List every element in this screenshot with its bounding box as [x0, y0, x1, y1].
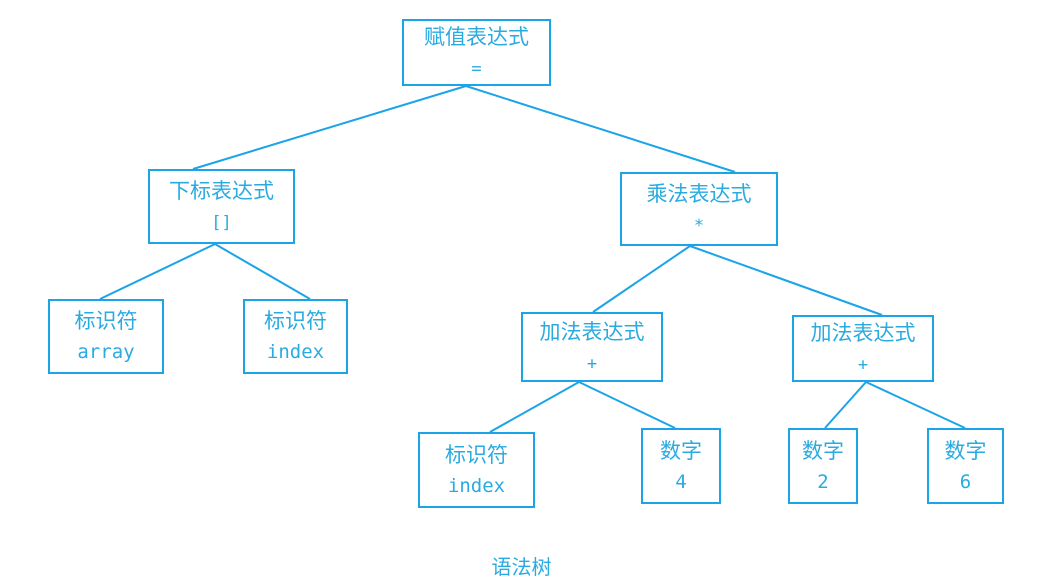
diagram-caption: 语法树 — [491, 555, 552, 579]
tree-node-ident-index-1[interactable]: 标识符 index — [243, 299, 348, 374]
edge-subscript-to-ident-index-1 — [214, 243, 311, 300]
node-value-label: + — [586, 353, 598, 374]
tree-node-assign[interactable]: 赋值表达式 = — [402, 19, 551, 86]
node-type-label: 赋值表达式 — [424, 25, 529, 50]
edge-assign-to-subscript — [192, 85, 467, 170]
node-type-label: 数字 — [802, 438, 844, 463]
node-type-label: 标识符 — [74, 309, 138, 333]
node-type-label: 标识符 — [264, 309, 327, 333]
edge-assign-to-multiply — [465, 85, 736, 173]
node-type-label: 数字 — [660, 438, 702, 463]
node-value-label: * — [693, 215, 705, 236]
tree-node-subscript[interactable]: 下标表达式 [] — [148, 169, 295, 244]
node-value-label: + — [857, 355, 869, 376]
node-type-label: 加法表达式 — [539, 319, 645, 344]
node-value-label: = — [471, 59, 482, 80]
tree-node-ident-index-2[interactable]: 标识符 index — [418, 432, 535, 508]
node-type-label: 标识符 — [445, 442, 508, 467]
node-value-label: 6 — [959, 470, 972, 493]
tree-node-multiply[interactable]: 乘法表达式 * — [620, 172, 778, 246]
tree-node-add-left[interactable]: 加法表达式 + — [521, 312, 663, 382]
node-type-label: 乘法表达式 — [646, 181, 752, 206]
edge-add-right-to-num-2 — [824, 381, 867, 429]
node-type-label: 加法表达式 — [810, 321, 916, 346]
node-value-label: [] — [211, 213, 232, 234]
node-value-label: 4 — [675, 470, 687, 493]
edge-add-left-to-ident-index-2 — [489, 381, 580, 433]
tree-node-num-2[interactable]: 数字 2 — [788, 428, 858, 504]
node-value-label: array — [77, 341, 135, 364]
tree-node-ident-array[interactable]: 标识符 array — [48, 299, 164, 374]
edge-multiply-to-add-left — [592, 245, 691, 313]
node-value-label: 2 — [817, 470, 829, 493]
node-value-label: index — [266, 341, 325, 364]
edge-add-left-to-num-4 — [578, 381, 676, 429]
edge-add-right-to-num-6 — [865, 381, 966, 429]
edge-subscript-to-ident-array — [99, 243, 216, 300]
node-type-label: 下标表达式 — [169, 179, 274, 204]
edge-multiply-to-add-right — [689, 245, 883, 316]
node-value-label: index — [447, 474, 506, 497]
tree-node-num-4[interactable]: 数字 4 — [641, 428, 721, 504]
node-type-label: 数字 — [944, 438, 987, 463]
tree-node-num-6[interactable]: 数字 6 — [927, 428, 1004, 504]
tree-node-add-right[interactable]: 加法表达式 + — [792, 315, 934, 382]
